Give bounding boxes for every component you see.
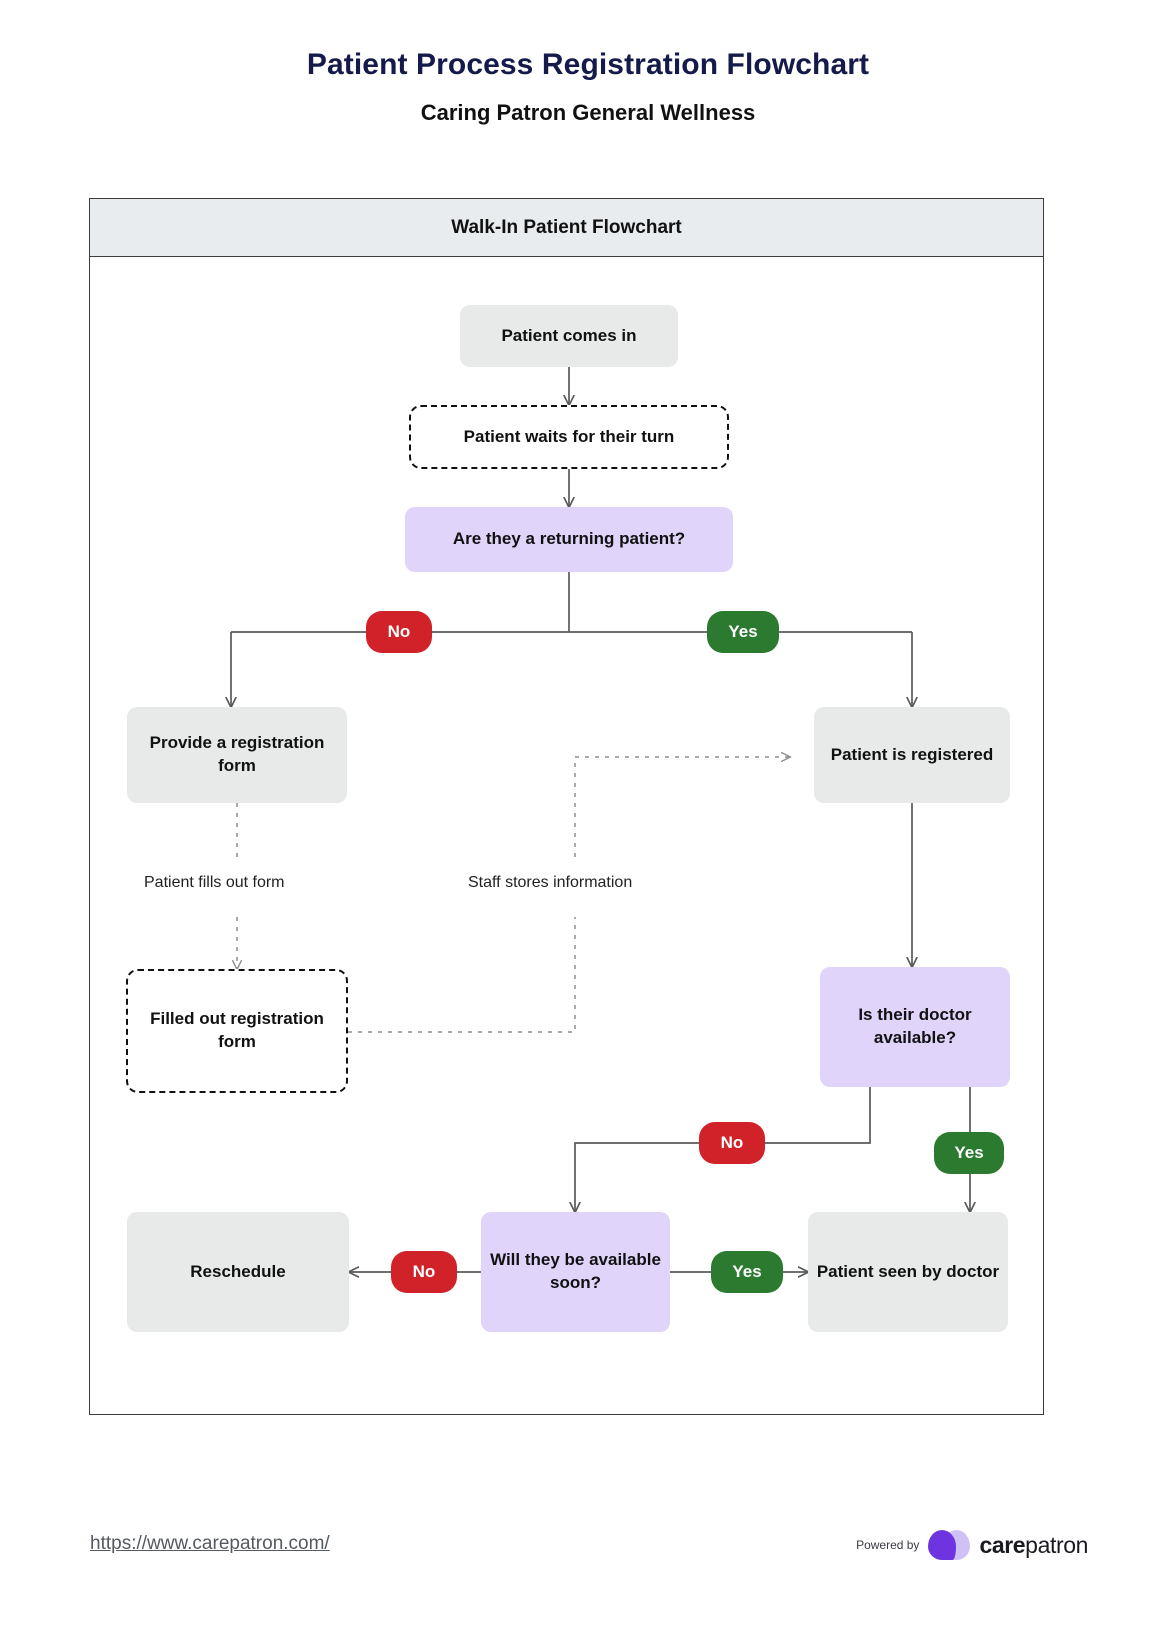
node-reschedule[interactable]: Reschedule	[127, 1212, 349, 1332]
node-available-soon-decision[interactable]: Will they be available soon?	[481, 1212, 670, 1332]
flowchart-container: Walk-In Patient Flowchart	[89, 198, 1044, 1415]
node-provide-registration-form[interactable]: Provide a registration form	[127, 707, 347, 803]
node-patient-comes-in[interactable]: Patient comes in	[460, 305, 678, 367]
badge-returning-patient-yes[interactable]: Yes	[707, 611, 779, 653]
node-patient-seen-by-doctor[interactable]: Patient seen by doctor	[808, 1212, 1008, 1332]
wordmark-patron: patron	[1025, 1531, 1088, 1558]
badge-available-soon-no[interactable]: No	[391, 1251, 457, 1293]
node-doctor-available-decision[interactable]: Is their doctor available?	[820, 967, 1010, 1087]
page-subtitle: Caring Patron General Wellness	[420, 100, 756, 125]
flowchart-canvas: Patient comes in Patient waits for their…	[90, 257, 1043, 1414]
edge-label-staff-stores-information: Staff stores information	[468, 874, 633, 891]
powered-by-label: Powered by	[856, 1538, 920, 1552]
node-filled-out-registration-form[interactable]: Filled out registration form	[126, 969, 348, 1093]
badge-doctor-available-yes[interactable]: Yes	[934, 1132, 1004, 1174]
node-patient-waits[interactable]: Patient waits for their turn	[409, 405, 729, 469]
carepatron-wordmark: carepatron	[979, 1532, 1088, 1559]
badge-doctor-available-no[interactable]: No	[699, 1122, 765, 1164]
footer-brand-logo: Powered by carepatron	[856, 1530, 1088, 1560]
flowchart-header-title: Walk-In Patient Flowchart	[90, 199, 1043, 257]
node-patient-is-registered[interactable]: Patient is registered	[814, 707, 1010, 803]
page-title: Patient Process Registration Flowchart	[306, 48, 870, 81]
footer-website-link[interactable]: https://www.carepatron.com/	[90, 1533, 330, 1554]
carepatron-logo-icon	[928, 1530, 971, 1560]
badge-available-soon-yes[interactable]: Yes	[711, 1251, 783, 1293]
edge-label-patient-fills-out-form: Patient fills out form	[144, 874, 285, 891]
badge-returning-patient-no[interactable]: No	[366, 611, 432, 653]
wordmark-care: care	[979, 1531, 1026, 1558]
node-returning-patient-decision[interactable]: Are they a returning patient?	[405, 507, 733, 572]
